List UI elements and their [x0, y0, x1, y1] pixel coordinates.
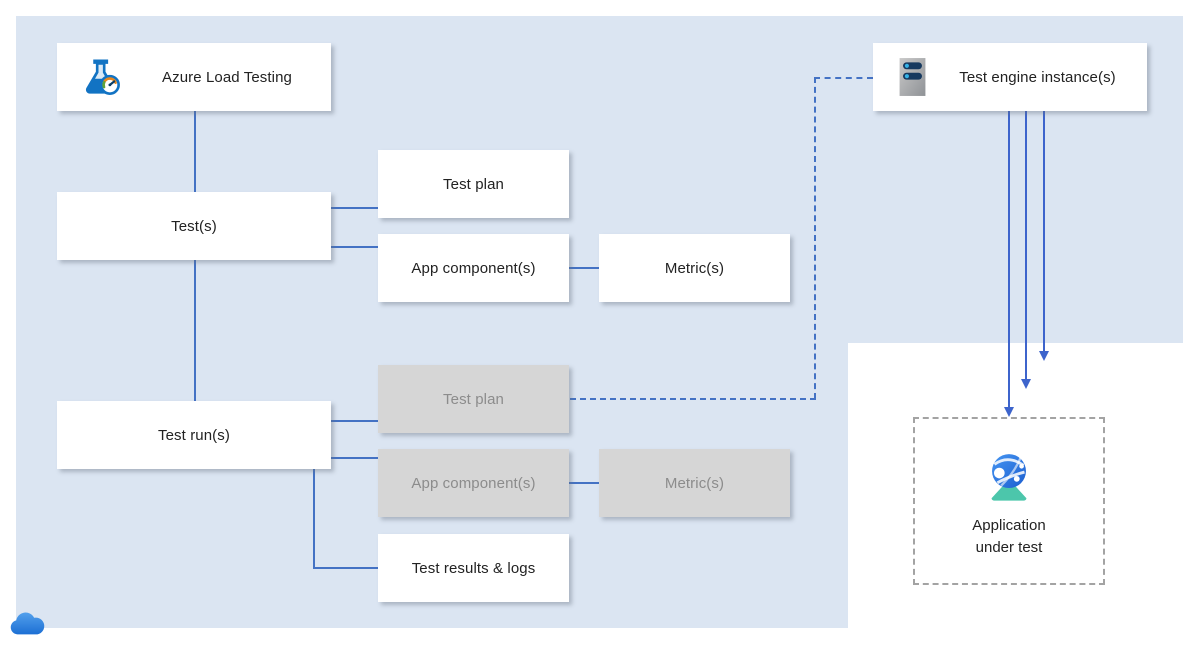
arrowhead-icon	[1004, 407, 1014, 417]
dashed-connector-to-engine	[814, 77, 873, 79]
node-label: App component(s)	[411, 474, 536, 492]
node-azure-load-testing: Azure Load Testing	[57, 43, 331, 111]
node-label: Metric(s)	[664, 474, 725, 492]
arrow-engine-to-app-1	[1008, 111, 1010, 407]
dashed-connector-testplan-horizontal	[570, 398, 816, 400]
node-label: Application under test	[972, 517, 1046, 556]
connector-testruns-to-testplan	[331, 420, 378, 422]
node-test-plan-run: Test plan	[378, 365, 569, 433]
node-label: Test plan	[443, 175, 504, 193]
load-testing-flask-gauge-icon	[85, 59, 120, 95]
connector-alt-to-tests	[194, 111, 196, 192]
connector-tests-to-appcomponents	[331, 246, 378, 248]
node-test-results: Test results & logs	[378, 534, 569, 602]
node-label: Metric(s)	[664, 259, 725, 277]
arrow-engine-to-app-3	[1043, 111, 1045, 351]
node-metrics-run: Metric(s)	[599, 449, 790, 517]
node-label: Test(s)	[171, 217, 217, 235]
server-icon	[899, 58, 926, 96]
node-label: Test plan	[443, 390, 504, 408]
node-label: Test engine instance(s)	[959, 68, 1116, 86]
node-label: Test run(s)	[158, 426, 230, 444]
node-test-runs: Test run(s)	[57, 401, 331, 469]
connector-testruns-elbow-vertical	[313, 469, 315, 568]
arrowhead-icon	[1021, 379, 1031, 389]
node-app-components-run: App component(s)	[378, 449, 569, 517]
node-label: Test results & logs	[411, 559, 536, 577]
connector-testruns-to-testresults	[313, 567, 378, 569]
globe-on-stand-icon	[991, 454, 1027, 501]
arrow-engine-to-app-2	[1025, 111, 1027, 379]
dashed-connector-vertical	[814, 77, 816, 399]
node-test-plan: Test plan	[378, 150, 569, 218]
node-metrics: Metric(s)	[599, 234, 790, 302]
connector-appcomponents-to-metrics	[569, 267, 599, 269]
connector-appcomponents-run-to-metrics	[569, 482, 599, 484]
node-application-under-test: Application under test	[913, 417, 1105, 585]
node-label: App component(s)	[411, 259, 536, 277]
connector-testruns-to-appcomponents	[331, 457, 378, 459]
node-tests: Test(s)	[57, 192, 331, 260]
connector-tests-to-testplan	[331, 207, 378, 209]
cloud-icon	[10, 612, 45, 635]
connector-tests-to-testruns	[194, 259, 196, 401]
arrowhead-icon	[1039, 351, 1049, 361]
node-test-engine-instances: Test engine instance(s)	[873, 43, 1147, 111]
node-app-components: App component(s)	[378, 234, 569, 302]
node-label: Azure Load Testing	[162, 68, 292, 86]
